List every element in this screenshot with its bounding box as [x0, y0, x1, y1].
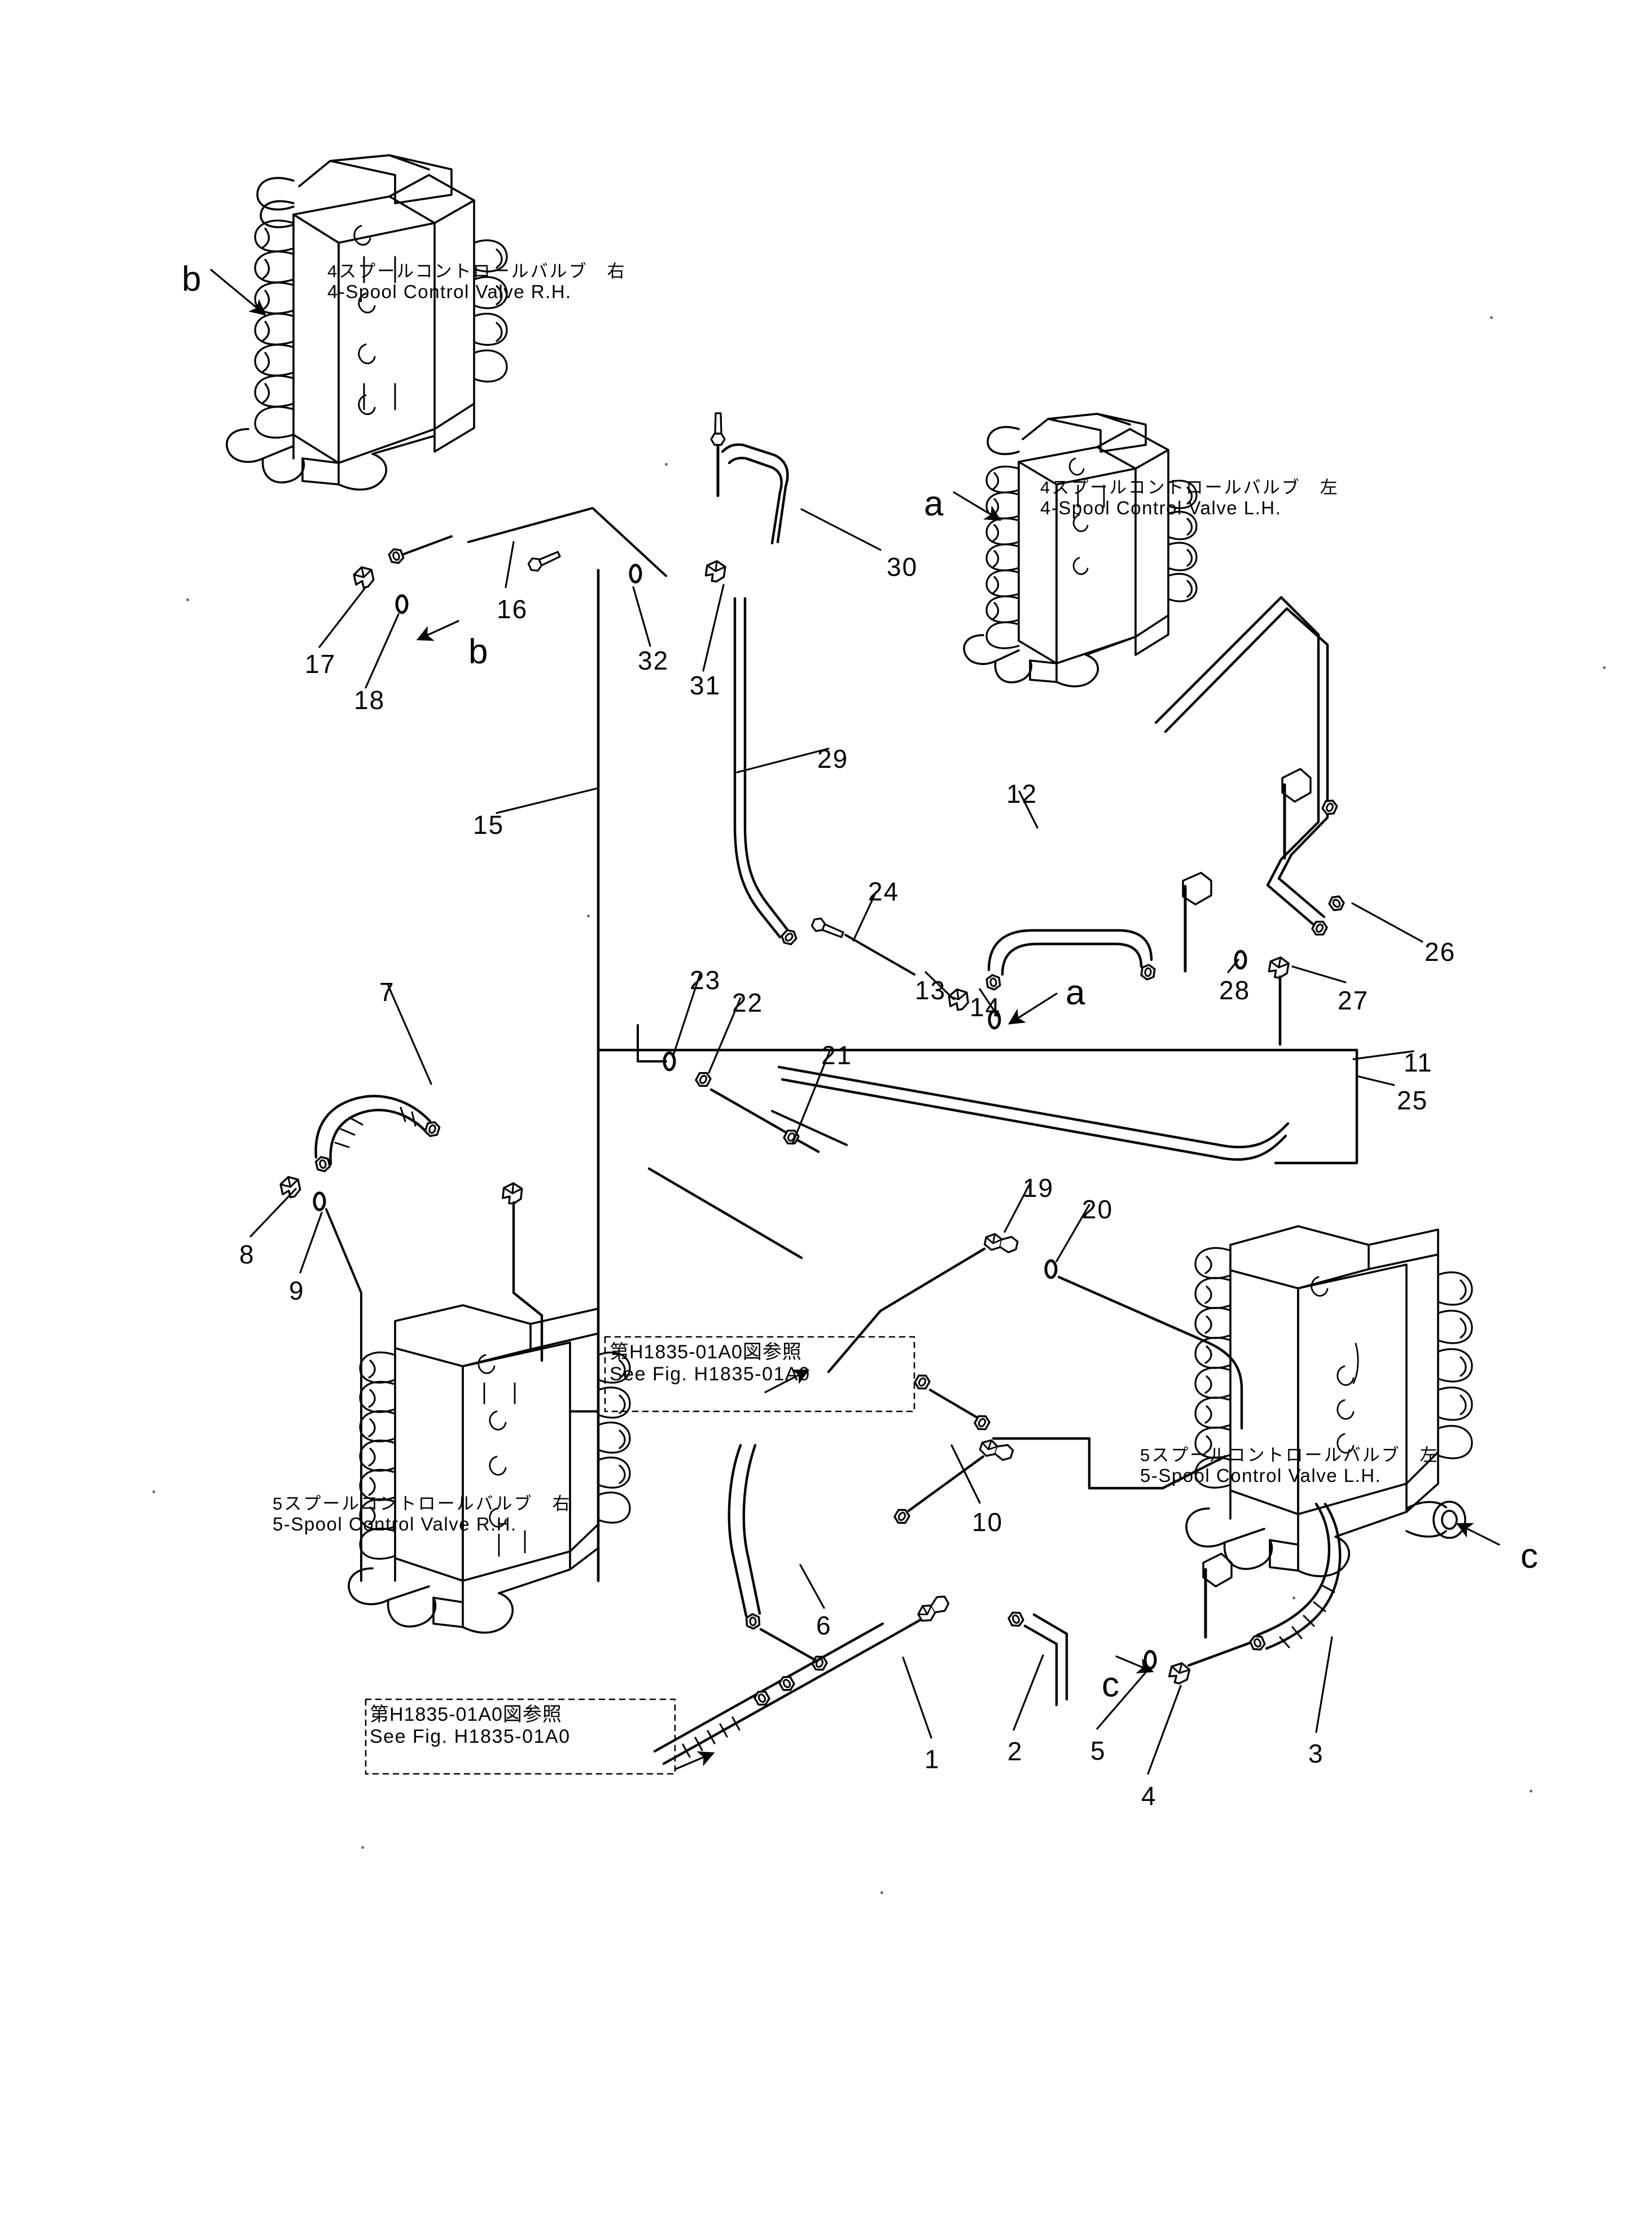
caption-jp: 4スプールコントロールバルブ 右: [327, 261, 626, 281]
caption-jp: 5スプールコントロールバルブ 左: [1140, 1445, 1439, 1465]
callout-4[interactable]: 4: [1141, 1781, 1157, 1811]
caption-valve-4-spool-rh: 4スプールコントロールバルブ 右 4-Spool Control Valve R…: [327, 261, 626, 302]
callout-12[interactable]: 12: [1006, 779, 1038, 808]
callout-15[interactable]: 15: [473, 810, 505, 839]
callout-29[interactable]: 29: [817, 744, 849, 773]
note-jp: 第H1835-01A0図参照: [370, 1704, 562, 1725]
callout-26[interactable]: 26: [1425, 937, 1456, 967]
caption-jp: 4スプールコントロールバルブ 左: [1040, 478, 1339, 497]
note-jp: 第H1835-01A0図参照: [610, 1341, 802, 1363]
caption-en: 5-Spool Control Valve R.H.: [273, 1513, 517, 1534]
caption-valve-5-spool-lh: 5スプールコントロールバルブ 左 5-Spool Control Valve L…: [1140, 1446, 1439, 1485]
scan-speck: [880, 1891, 883, 1894]
note-en: See Fig. H1835-01A0: [370, 1725, 571, 1747]
scan-speck: [665, 463, 668, 466]
callout-22[interactable]: 22: [732, 988, 764, 1017]
section-marker-b-top: b: [182, 260, 201, 299]
callout-30[interactable]: 30: [887, 552, 918, 581]
caption-en: 4-Spool Control Valve L.H.: [1040, 497, 1282, 518]
callout-17[interactable]: 17: [305, 649, 336, 679]
callout-10[interactable]: 10: [972, 1507, 1004, 1537]
section-marker-a-right: a: [924, 484, 944, 523]
callout-23[interactable]: 23: [690, 965, 721, 995]
scan-speck: [1530, 1790, 1532, 1792]
section-marker-c-right: c: [1520, 1537, 1539, 1576]
caption-en: 4-Spool Control Valve R.H.: [327, 281, 572, 302]
callout-14[interactable]: 14: [970, 992, 1001, 1022]
caption-en: 5-Spool Control Valve L.H.: [1140, 1464, 1382, 1486]
callout-18[interactable]: 18: [354, 685, 385, 715]
callout-28[interactable]: 28: [1219, 976, 1251, 1005]
caption-valve-5-spool-rh: 5スプールコントロールバルブ 右 5-Spool Control Valve R…: [273, 1494, 572, 1534]
caption-jp: 5スプールコントロールバルブ 右: [273, 1494, 572, 1514]
callout-21[interactable]: 21: [821, 1040, 853, 1070]
callout-27[interactable]: 27: [1338, 986, 1369, 1015]
note-en: See Fig. H1835-01A0: [610, 1363, 810, 1385]
section-marker-a-mid: a: [1066, 973, 1085, 1012]
caption-valve-4-spool-lh: 4スプールコントロールバルブ 左 4-Spool Control Valve L…: [1040, 478, 1339, 518]
scan-speck: [361, 1846, 364, 1849]
note-see-fig-upper[interactable]: 第H1835-01A0図参照 See Fig. H1835-01A0: [610, 1341, 810, 1385]
scan-speck: [587, 915, 590, 917]
callout-2[interactable]: 2: [1007, 1737, 1023, 1766]
scan-speck: [1603, 666, 1606, 669]
callout-8[interactable]: 8: [239, 1240, 255, 1269]
callout-16[interactable]: 16: [497, 594, 528, 624]
callout-20[interactable]: 20: [1082, 1195, 1114, 1224]
callout-3[interactable]: 3: [1308, 1739, 1324, 1768]
section-marker-c-bottom: c: [1102, 1665, 1120, 1704]
callout-6[interactable]: 6: [816, 1611, 832, 1640]
note-see-fig-lower[interactable]: 第H1835-01A0図参照 See Fig. H1835-01A0: [370, 1704, 571, 1747]
callout-13[interactable]: 13: [915, 976, 946, 1005]
scan-speck: [186, 598, 189, 601]
scan-speck: [1292, 1597, 1295, 1599]
callout-5[interactable]: 5: [1090, 1736, 1106, 1765]
callout-1[interactable]: 1: [924, 1744, 940, 1774]
callout-11[interactable]: 11: [1404, 1048, 1433, 1077]
callout-19[interactable]: 19: [1023, 1173, 1054, 1203]
callout-32[interactable]: 32: [638, 646, 669, 675]
scan-speck: [152, 1490, 155, 1493]
callout-7[interactable]: 7: [379, 977, 395, 1007]
callout-9[interactable]: 9: [289, 1276, 305, 1305]
callout-25[interactable]: 25: [1397, 1086, 1428, 1115]
section-marker-b-lower: b: [468, 632, 488, 671]
callout-31[interactable]: 31: [690, 671, 721, 700]
scan-speck: [1490, 316, 1493, 319]
callout-24[interactable]: 24: [868, 877, 900, 906]
